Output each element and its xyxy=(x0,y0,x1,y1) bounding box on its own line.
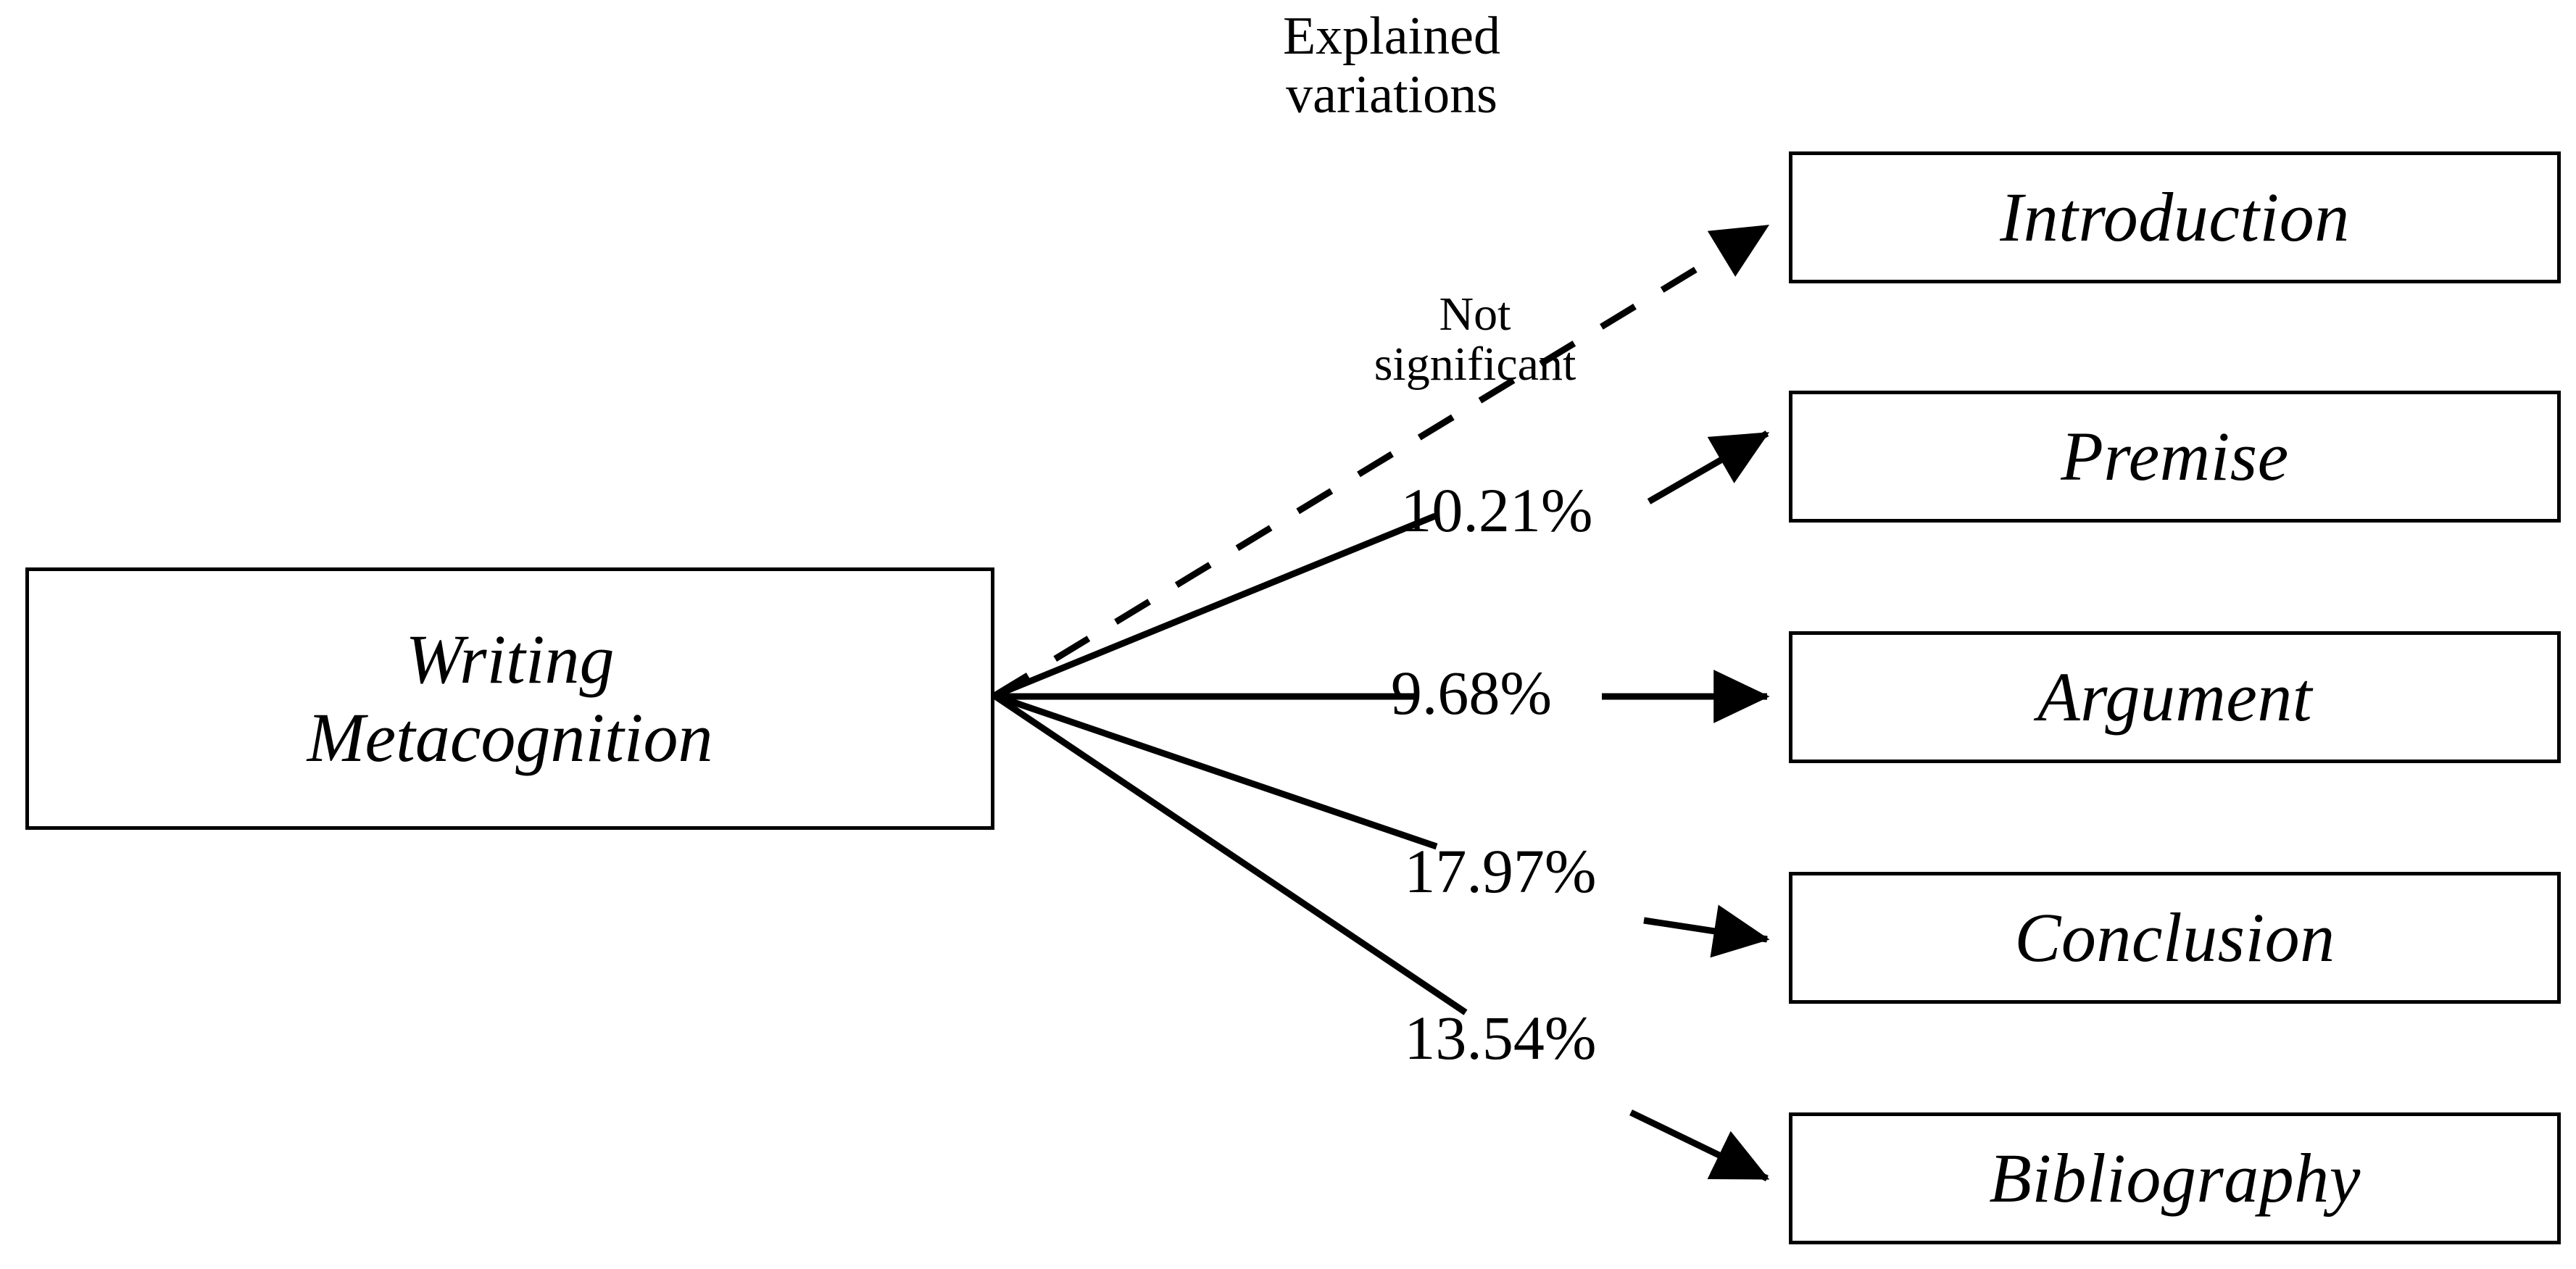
source-node-writing-metacognition[interactable]: Writing Metacognition xyxy=(25,567,994,830)
target-node-label-premise: Premise xyxy=(2061,417,2289,496)
target-node-introduction[interactable]: Introduction xyxy=(1789,151,2561,283)
edge-bibliography xyxy=(992,693,1770,1182)
figure-caption: Explained variations xyxy=(1282,7,1500,125)
edge-label-argument: 9.68% xyxy=(1390,658,1553,728)
edge-premise xyxy=(993,430,1770,699)
target-node-label-bibliography: Bibliography xyxy=(1989,1139,2361,1218)
target-node-bibliography[interactable]: Bibliography xyxy=(1789,1112,2561,1244)
edge-label-conclusion: 17.97% xyxy=(1404,836,1597,906)
edge-label-bibliography: 13.54% xyxy=(1404,1003,1597,1073)
target-node-premise[interactable]: Premise xyxy=(1789,391,2561,523)
source-node-label: Writing Metacognition xyxy=(307,620,713,776)
edge-label-premise: 10.21% xyxy=(1400,475,1593,545)
target-node-conclusion[interactable]: Conclusion xyxy=(1789,872,2561,1004)
edge-label-introduction: Not significant xyxy=(1374,288,1576,391)
target-node-label-argument: Argument xyxy=(2037,658,2313,736)
target-node-argument[interactable]: Argument xyxy=(1789,631,2561,763)
target-node-label-conclusion: Conclusion xyxy=(2014,899,2335,977)
target-node-label-introduction: Introduction xyxy=(2000,178,2350,257)
